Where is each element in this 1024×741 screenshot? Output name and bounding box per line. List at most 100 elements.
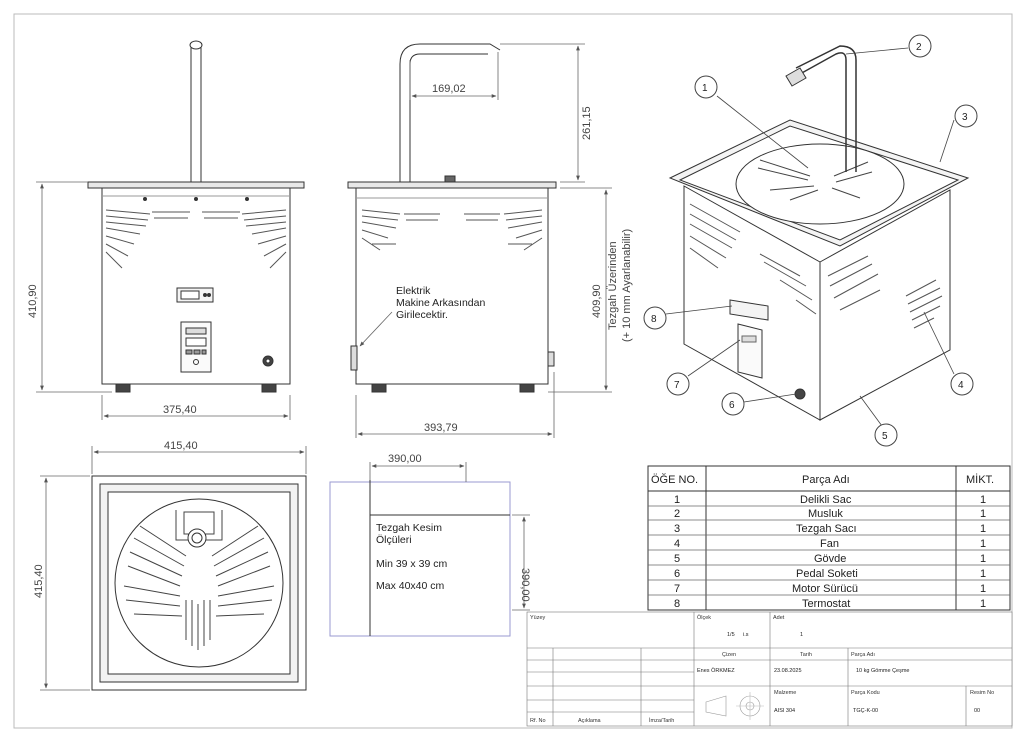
parca-adi-label: Parça Adı	[851, 652, 875, 658]
svg-text:2: 2	[916, 42, 922, 53]
malzeme-label: Malzeme	[774, 690, 796, 696]
svg-text:2: 2	[674, 508, 680, 520]
countertop-cutout	[329, 462, 530, 637]
svg-text:3: 3	[674, 523, 680, 535]
table-row: 5 Gövde 1	[674, 553, 986, 565]
side-height-note-2: (+ 10 mm Ayarlanabilir)	[621, 229, 633, 342]
cut-min-note: Min 39 x 39 cm	[376, 558, 447, 570]
top-width-dimension: 415,40	[164, 440, 198, 452]
balloon-5: 5	[874, 423, 898, 447]
svg-text:1: 1	[980, 598, 986, 610]
svg-text:7: 7	[674, 583, 680, 595]
svg-text:4: 4	[958, 380, 964, 391]
title-block	[526, 611, 1013, 727]
resim-no-value: 00	[974, 708, 980, 714]
balloon-1: 1	[694, 75, 718, 99]
balloon-8: 8	[643, 306, 667, 330]
olcek-label: Ölçek	[697, 614, 711, 621]
adet-label: Adet	[773, 615, 785, 621]
bom-header-part-name: Parça Adı	[802, 474, 850, 486]
side-view	[347, 43, 557, 393]
balloon-leaders	[665, 47, 955, 427]
aciklama-label: Açıklama	[578, 718, 602, 724]
side-height-dimension: 409,90	[591, 284, 603, 318]
svg-text:Delikli Sac: Delikli Sac	[800, 494, 852, 506]
svg-text:1: 1	[980, 553, 986, 565]
electric-note-line-1: Elektrik	[396, 285, 431, 297]
balloon-4: 4	[950, 372, 974, 396]
svg-text:1: 1	[980, 583, 986, 595]
cizen-label: Çizen	[722, 652, 736, 658]
svg-text:6: 6	[674, 568, 680, 580]
front-view-dimensions	[36, 181, 291, 420]
cut-title-line-1: Tezgah Kesim	[376, 522, 442, 534]
svg-text:8: 8	[674, 598, 680, 610]
front-width-dimension: 375,40	[163, 404, 197, 416]
svg-text:8: 8	[651, 314, 657, 325]
imza-label: İmza/Tarih	[649, 717, 674, 724]
cizen-value: Enes ÖRKMEZ	[697, 667, 735, 674]
balloon-3: 3	[954, 104, 978, 128]
electric-note-line-2: Makine Arkasından	[396, 297, 485, 309]
svg-text:Termostat: Termostat	[802, 598, 850, 610]
balloon-7: 7	[666, 372, 690, 396]
balloon-2: 2	[908, 34, 932, 58]
olcek-unit: i.s	[743, 632, 749, 638]
svg-text:1: 1	[980, 494, 986, 506]
top-view	[91, 475, 307, 691]
cut-max-note: Max 40x40 cm	[376, 580, 445, 592]
svg-text:1: 1	[702, 83, 708, 94]
olcek-value: 1/5	[727, 632, 735, 638]
table-row: 4 Fan 1	[674, 538, 986, 550]
svg-text:Musluk: Musluk	[808, 508, 843, 520]
svg-text:1: 1	[980, 523, 986, 535]
cut-title-line-2: Ölçüleri	[376, 534, 412, 546]
balloon-6: 6	[721, 392, 745, 416]
rev-no-label: Rf. No	[530, 718, 546, 724]
svg-text:1: 1	[980, 538, 986, 550]
side-view-dimensions	[355, 43, 612, 438]
svg-text:3: 3	[962, 112, 968, 123]
side-depth-dimension: 393,79	[424, 422, 458, 434]
sheet-border	[13, 13, 1013, 729]
svg-text:4: 4	[674, 538, 680, 550]
isometric-view	[668, 45, 970, 421]
bom-header-qty: MİKT.	[966, 473, 994, 486]
side-offset-dimension: 169,02	[432, 83, 466, 95]
svg-text:1: 1	[980, 568, 986, 580]
top-height-dimension: 415,40	[33, 564, 45, 598]
table-row: 1 Delikli Sac 1	[674, 494, 986, 506]
table-row: 2 Musluk 1	[674, 508, 986, 520]
side-tap-height-dimension: 261,15	[581, 106, 593, 140]
svg-text:1: 1	[980, 508, 986, 520]
svg-text:5: 5	[674, 553, 680, 565]
parca-kodu-label: Parça Kodu	[851, 690, 880, 696]
top-view-dimensions	[40, 446, 307, 691]
bom-header-item-no: ÖĞE NO.	[651, 473, 698, 486]
title-block-text: Yüzey Ölçek 1/5 i.s Adet 1 Çizen Enes ÖR…	[530, 614, 994, 724]
front-height-dimension: 410,90	[27, 284, 39, 318]
resim-no-label: Resim No	[970, 690, 994, 696]
cut-width-dimension: 390,00	[388, 453, 422, 465]
svg-text:7: 7	[674, 380, 680, 391]
svg-text:1: 1	[674, 494, 680, 506]
parca-kodu-value: TGÇ-K-00	[853, 708, 878, 714]
svg-text:Motor Sürücü: Motor Sürücü	[792, 583, 858, 595]
svg-text:Gövde: Gövde	[814, 553, 846, 565]
bom-table: ÖĞE NO. Parça Adı MİKT.	[647, 465, 1011, 611]
side-height-note-1: Tezgah Üzerinden	[607, 241, 619, 330]
table-row: 6 Pedal Soketi 1	[674, 568, 986, 580]
svg-text:Pedal Soketi: Pedal Soketi	[796, 568, 858, 580]
svg-text:6: 6	[729, 400, 735, 411]
tarih-value: 23.08.2025	[774, 668, 802, 674]
table-row: 7 Motor Sürücü 1	[674, 583, 986, 595]
svg-text:Fan: Fan	[820, 538, 839, 550]
svg-text:5: 5	[882, 431, 888, 442]
table-row: 8 Termostat 1	[674, 598, 986, 610]
parca-adi-value: 10 kg Gömme Çeşme	[856, 668, 910, 674]
malzeme-value: AISI 304	[774, 708, 795, 714]
tarih-label: Tarih	[800, 652, 812, 658]
